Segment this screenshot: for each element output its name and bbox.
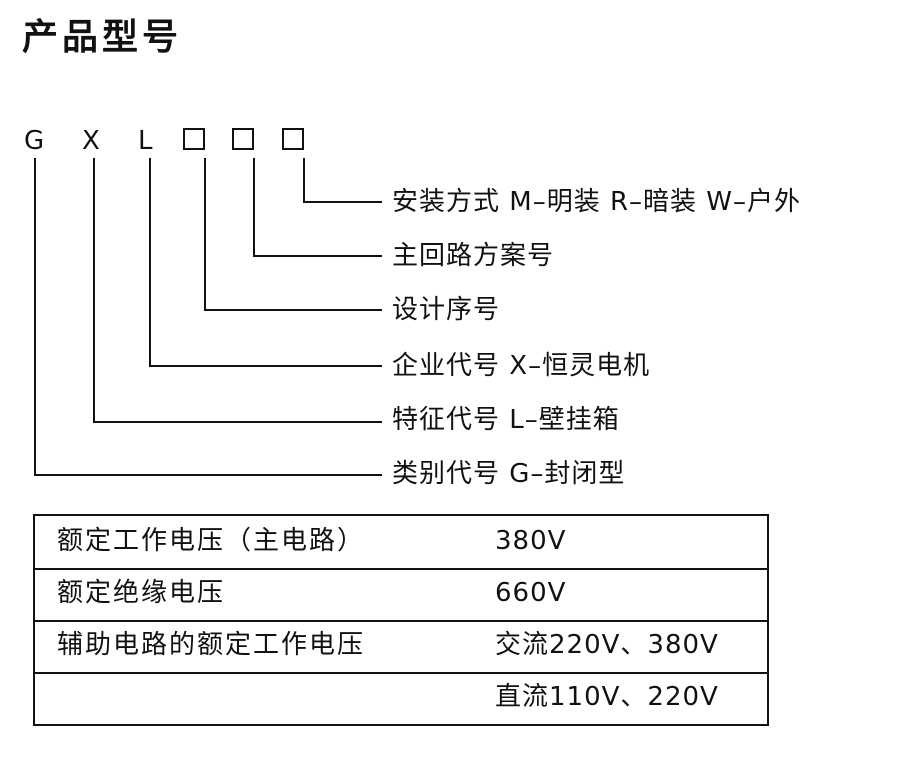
table-row: 额定绝缘电压 660V: [35, 568, 767, 622]
connector-feature: [93, 158, 382, 423]
desc-feature: 特征代号 L–壁挂箱: [392, 405, 620, 435]
desc-circuit-scheme: 主回路方案号: [392, 241, 555, 271]
table-row: 辅助电路的额定工作电压 交流220V、380V: [35, 620, 767, 674]
spec-label: 辅助电路的额定工作电压: [57, 630, 366, 660]
code-letter-g: G: [24, 126, 45, 156]
desc-category: 类别代号 G–封闭型: [392, 459, 626, 489]
code-letter-l: L: [138, 126, 153, 156]
desc-enterprise: 企业代号 X–恒灵电机: [392, 351, 651, 381]
code-letter-x: X: [82, 126, 100, 156]
spec-label: 额定工作电压（主电路）: [57, 526, 366, 556]
connector-category: [34, 158, 382, 476]
spec-value: 380V: [495, 526, 567, 556]
spec-table: 额定工作电压（主电路） 380V 额定绝缘电压 660V 辅助电路的额定工作电压…: [33, 514, 769, 726]
code-box-design-number: [183, 128, 205, 150]
code-box-circuit-scheme: [232, 128, 254, 150]
spec-value: 直流110V、220V: [495, 682, 719, 712]
connector-installation: [303, 158, 382, 203]
code-box-installation: [282, 128, 304, 150]
connector-enterprise: [149, 158, 382, 367]
spec-label: 额定绝缘电压: [57, 578, 226, 608]
desc-design-number: 设计序号: [392, 295, 501, 325]
spec-value: 交流220V、380V: [495, 630, 719, 660]
desc-installation: 安装方式 M–明装 R–暗装 W–户外: [392, 187, 802, 217]
table-row: 直流110V、220V: [35, 672, 767, 724]
page-title: 产品型号: [22, 17, 183, 58]
spec-value: 660V: [495, 578, 567, 608]
connector-circuit-scheme: [253, 158, 382, 257]
table-row: 额定工作电压（主电路） 380V: [35, 516, 767, 570]
connector-design-number: [204, 158, 382, 311]
